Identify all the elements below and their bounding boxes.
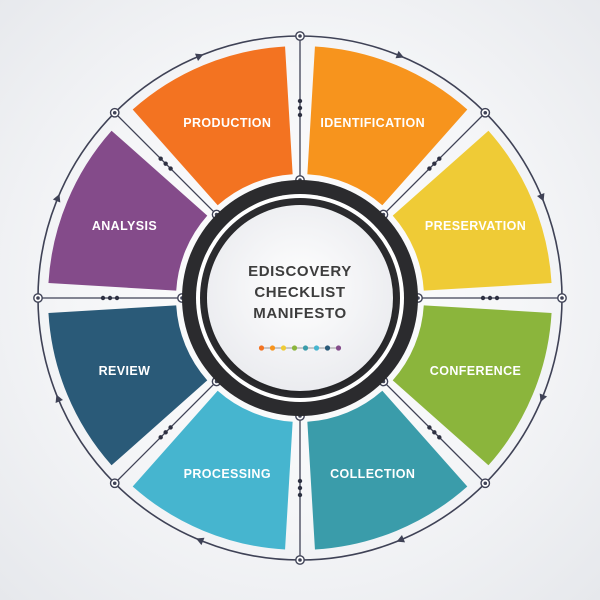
segment-shape (48, 130, 208, 291)
center-title-line-1: EDISCOVERY (248, 263, 352, 280)
segment-label: ANALYSIS (92, 219, 157, 233)
connector-dot (158, 435, 163, 440)
color-dot-line (258, 345, 342, 351)
connector-node-core (298, 34, 302, 38)
connector-node-core (483, 481, 488, 486)
center-title-line-3: MANIFESTO (253, 305, 346, 322)
connector-dot (168, 166, 173, 171)
connector-dot (480, 295, 486, 301)
connector-dot (427, 166, 432, 171)
segment-label: PRESERVATION (425, 219, 526, 233)
segment-shape (307, 46, 468, 206)
segment-label: PROCESSING (184, 467, 271, 481)
segment-shape (392, 130, 552, 291)
connector-node-core (36, 296, 40, 300)
segment-analysis: ANALYSIS (48, 130, 208, 291)
connector-dot (437, 156, 442, 161)
segment-preservation: PRESERVATION (392, 130, 552, 291)
connector-dot (297, 105, 303, 111)
connector-dot (297, 98, 303, 104)
ring-arrow (194, 53, 204, 61)
ring-arrow (55, 394, 63, 404)
segment-production: PRODUCTION (132, 46, 293, 206)
color-dot (302, 345, 309, 351)
color-dot (313, 345, 320, 351)
segment-label: PRODUCTION (183, 116, 271, 130)
connector-dot (427, 425, 432, 430)
connector-dot (297, 478, 303, 484)
ring-arrow (196, 537, 205, 546)
color-dot (335, 345, 342, 351)
segment-shape (48, 305, 208, 466)
ring-arrow (395, 50, 404, 59)
ring-arrow (396, 535, 406, 543)
segment-shape (132, 390, 293, 550)
center-hub: EDISCOVERY CHECKLIST MANIFESTO (182, 180, 418, 416)
connector-node-core (298, 558, 302, 562)
ring-arrow (52, 194, 61, 203)
segment-processing: PROCESSING (132, 390, 293, 550)
connector-dot (432, 430, 437, 435)
ring-arrow (539, 393, 548, 402)
center-title-line-2: CHECKLIST (254, 284, 345, 301)
connector-dot (114, 295, 120, 301)
color-dot (291, 345, 298, 351)
connector-node-core (112, 110, 117, 115)
connector-dot (158, 156, 163, 161)
color-dot (269, 345, 276, 351)
segment-conference: CONFERENCE (392, 305, 552, 466)
connector-dot (487, 295, 493, 301)
connector-node-core (483, 110, 488, 115)
segments-group: IDENTIFICATION PRESERVATION CONFERENCE COLL… (48, 46, 552, 550)
color-dot (280, 345, 287, 351)
connector-node-core (560, 296, 564, 300)
segment-review: REVIEW (48, 305, 208, 466)
segment-shape (132, 46, 293, 206)
color-dot (324, 345, 331, 351)
connector-dot (163, 161, 168, 166)
connector-dot (494, 295, 500, 301)
connector-dot (168, 425, 173, 430)
segment-label: CONFERENCE (430, 364, 522, 378)
segment-collection: COLLECTION (307, 390, 468, 550)
connector-dot (297, 112, 303, 118)
connector-dot (163, 430, 168, 435)
connector-dot (437, 435, 442, 440)
ring-arrow (537, 192, 545, 202)
connector-dot (432, 161, 437, 166)
segment-label: REVIEW (99, 364, 151, 378)
hub-face (207, 205, 393, 391)
connector-node-core (112, 481, 117, 486)
connector-dot (100, 295, 106, 301)
segment-label: IDENTIFICATION (320, 116, 425, 130)
color-dot (258, 345, 265, 351)
connector-dot (297, 492, 303, 498)
segment-identification: IDENTIFICATION (307, 46, 468, 206)
segment-label: COLLECTION (330, 467, 415, 481)
connector-dot (297, 485, 303, 491)
segment-shape (392, 305, 552, 466)
connector-dot (107, 295, 113, 301)
segment-shape (307, 390, 468, 550)
